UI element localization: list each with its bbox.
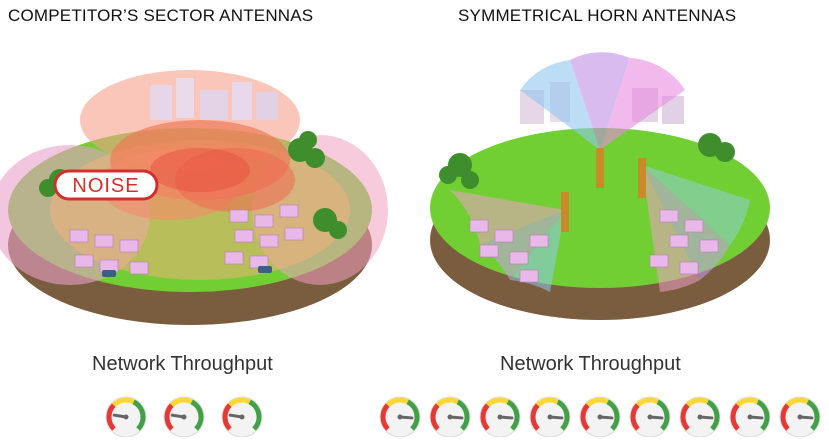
- throughput-gauge-icon: [729, 396, 771, 437]
- throughput-gauge-icon: [105, 396, 147, 437]
- throughput-gauge-icon: [679, 396, 721, 437]
- horn-title: SYMMETRICAL HORN ANTENNAS: [458, 6, 737, 25]
- trees: [439, 133, 735, 189]
- competitor-title: COMPETITOR’S SECTOR ANTENNAS: [8, 6, 314, 25]
- throughput-gauge-icon: [429, 396, 471, 437]
- horn-throughput-label: Network Throughput: [500, 353, 681, 375]
- competitor-gauges: [104, 393, 264, 437]
- throughput-gauge-icon: [579, 396, 621, 437]
- throughput-gauge-icon: [379, 396, 421, 437]
- horn-panel: SYMMETRICAL HORN ANTENNAS: [379, 0, 829, 443]
- horn-gauges: [378, 393, 822, 437]
- throughput-gauge-icon: [163, 396, 205, 437]
- noise-label: NOISE: [72, 175, 139, 197]
- horn-city-illustration: [430, 52, 770, 320]
- houses: [69, 204, 304, 275]
- throughput-gauge-icon: [529, 396, 571, 437]
- throughput-gauge-icon: [629, 396, 671, 437]
- throughput-gauge-icon: [479, 396, 521, 437]
- noise-badge: NOISE: [53, 169, 159, 201]
- competitor-throughput-label: Network Throughput: [92, 353, 273, 375]
- antenna-towers: [561, 148, 646, 232]
- throughput-gauge-icon: [779, 396, 821, 437]
- competitor-city-illustration: NOISE: [0, 70, 388, 325]
- cars: [102, 266, 272, 277]
- throughput-gauge-icon: [221, 396, 263, 437]
- houses: [469, 209, 719, 283]
- horn-beams-top: [520, 52, 685, 150]
- competitor-panel: COMPETITOR’S SECTOR ANTENNAS: [0, 0, 400, 443]
- buildings-top: [150, 78, 278, 120]
